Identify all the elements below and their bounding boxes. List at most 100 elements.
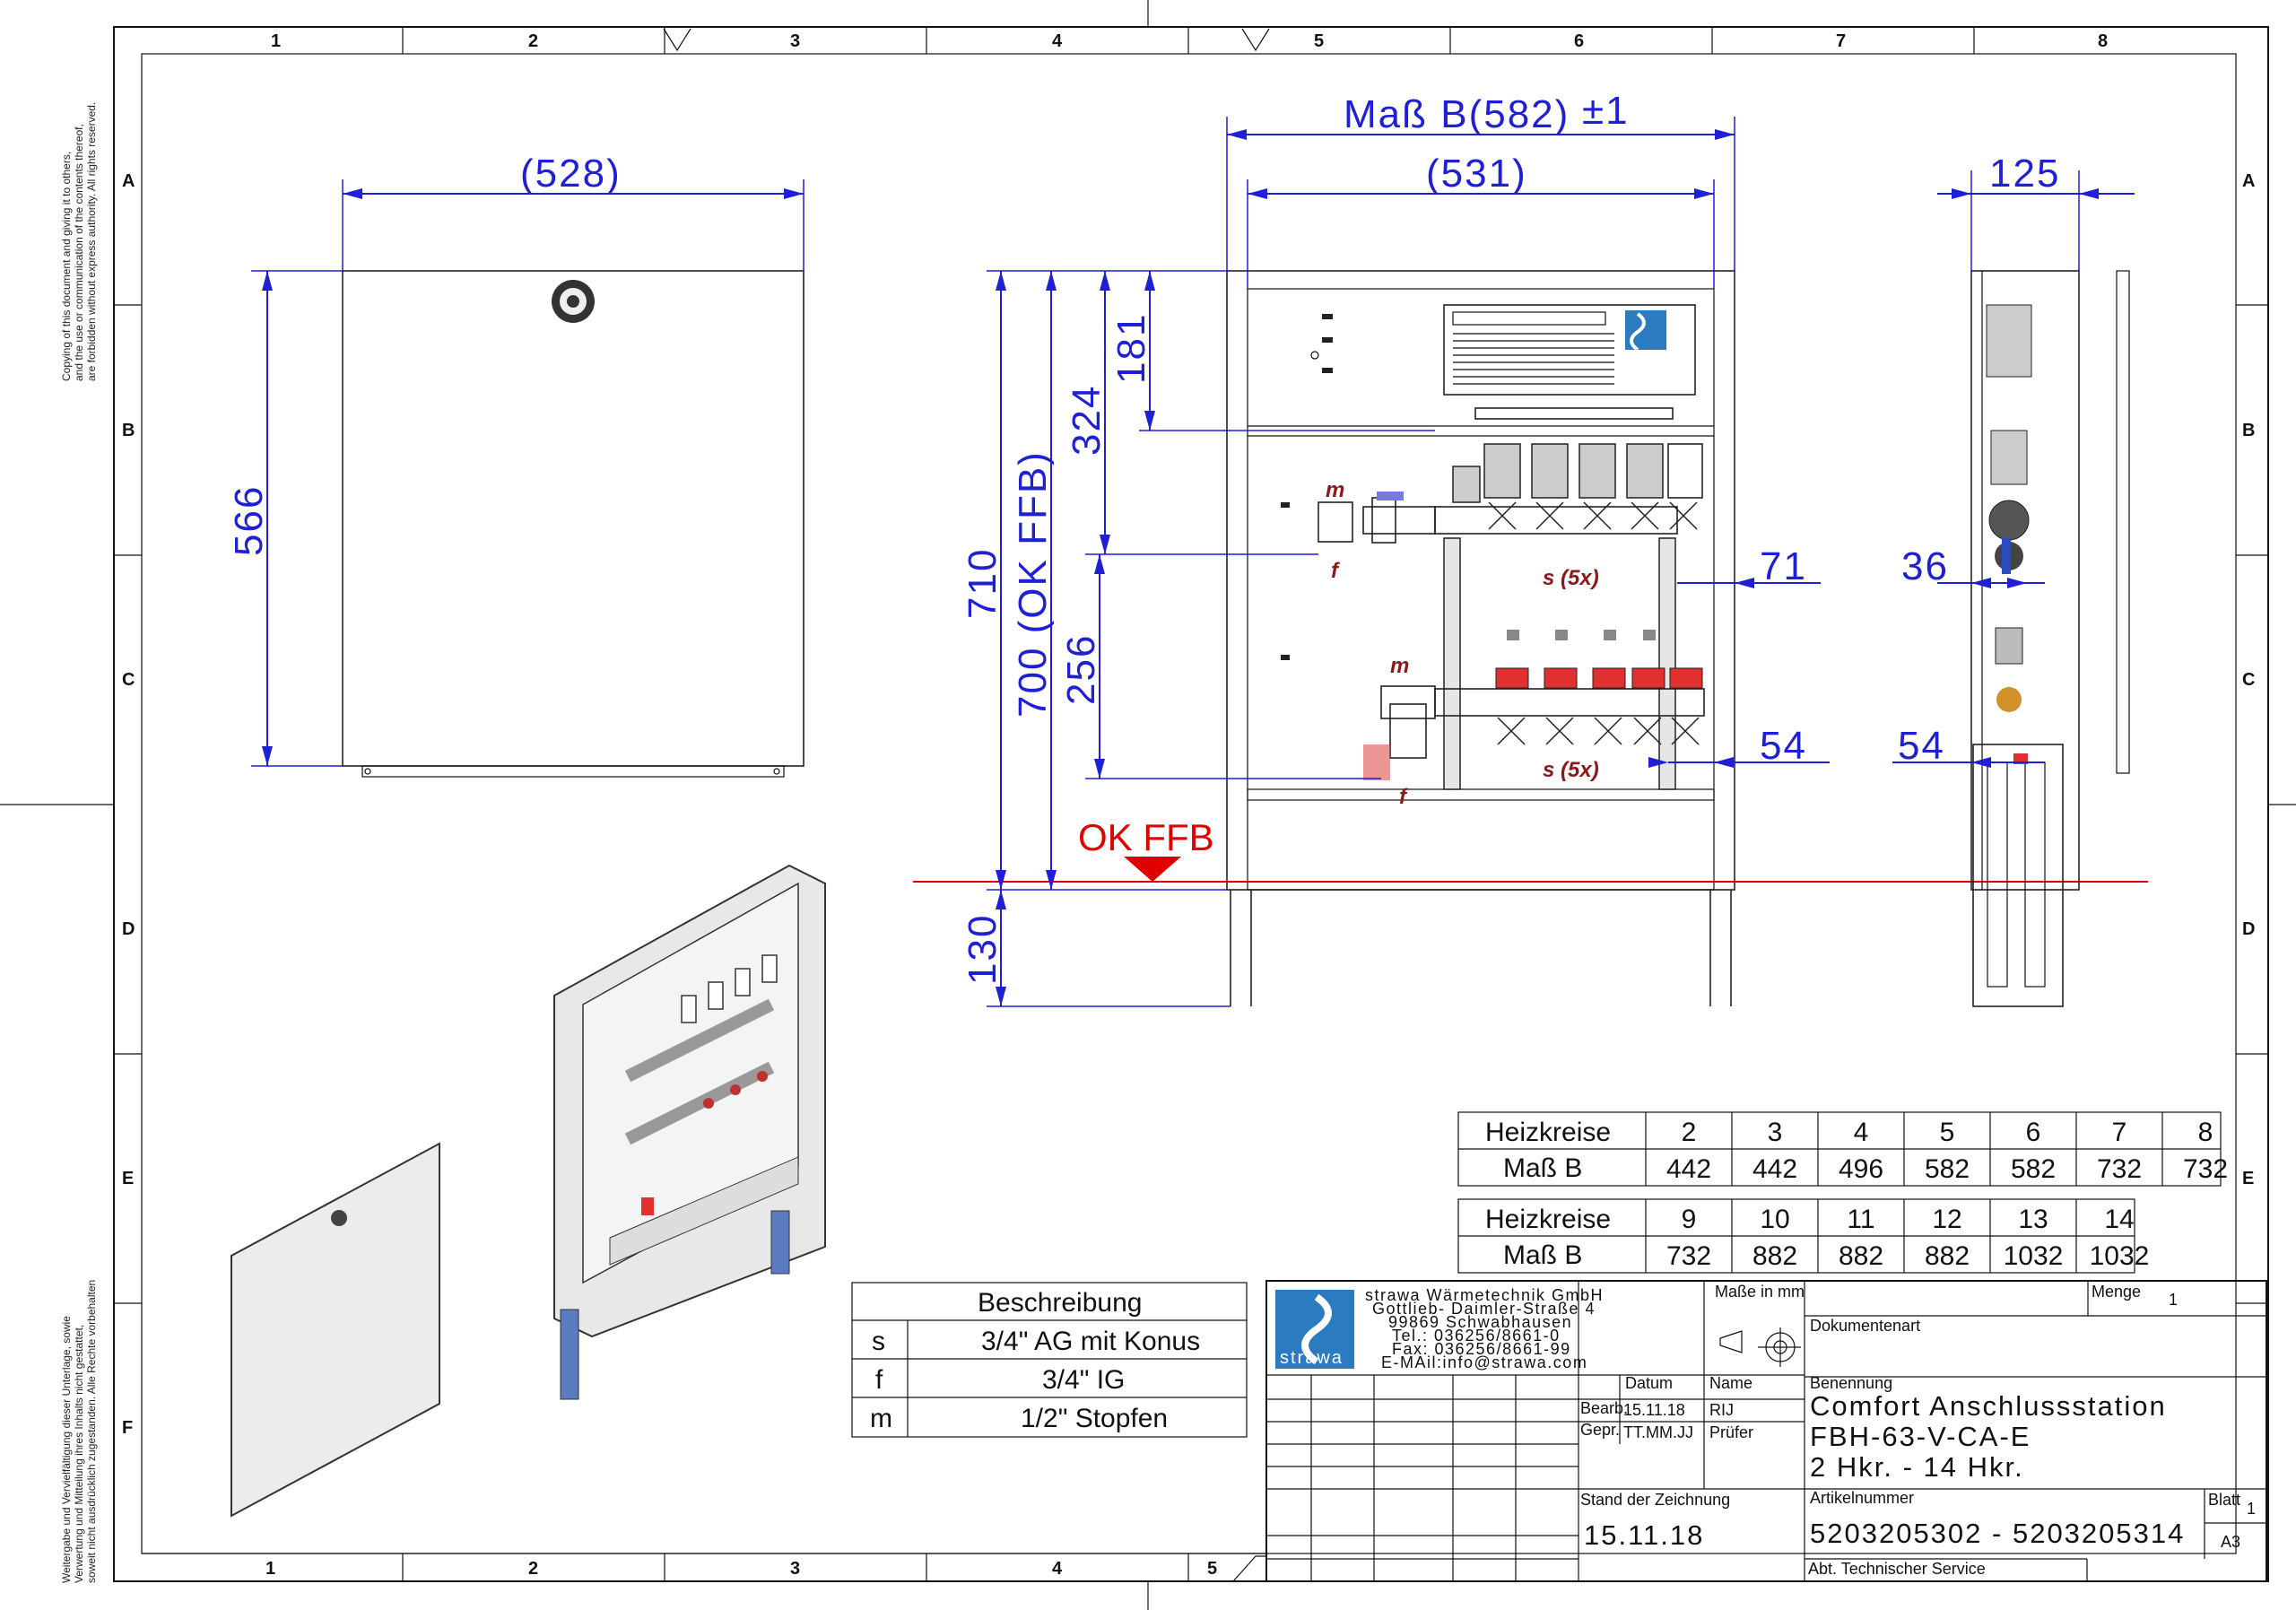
grid-col-5: 5 <box>1314 31 1324 51</box>
dim-181: 181 <box>1109 313 1153 384</box>
grid-row-e-right: E <box>2242 1169 2254 1188</box>
benennung-line-3: 2 Hkr. - 14 Hkr. <box>1810 1451 2024 1483</box>
copyright-note: Copying of this document and giving it t… <box>60 102 98 381</box>
dim-256: 256 <box>1059 634 1103 705</box>
t2-heizkreise-label: Heizkreise <box>1485 1205 1611 1234</box>
door-panel <box>342 270 804 767</box>
door-lock-icon <box>552 280 595 323</box>
svg-text:strawa Wärmetechnik GmbH: strawa Wärmetechnik GmbH <box>1365 1286 1604 1304</box>
abt-label: Abt. Technischer Service <box>1808 1560 1986 1578</box>
menge-value: 1 <box>2169 1291 2178 1309</box>
dim-700-ok-ffb: 700 (OK FFB) <box>1011 450 1055 718</box>
t2-mass-b-9: 732 <box>1666 1241 1711 1271</box>
t1-heizkreise-8: 8 <box>2198 1118 2213 1147</box>
grid-col-4: 4 <box>1052 31 1063 51</box>
grid-columns-bottom: 1 2 3 4 5 <box>142 1553 1266 1582</box>
dim-door-width: (528) <box>520 152 622 196</box>
label-m-lower: m <box>1390 654 1409 678</box>
grid-row-b-left: B <box>122 421 135 440</box>
t1-mass-b-8: 732 <box>2183 1154 2228 1184</box>
dim-710: 710 <box>961 548 1004 619</box>
dim-door-height: 566 <box>227 485 271 556</box>
front-view: m f m f s (5x) s (5x) OK FFB Maß B(582) … <box>913 89 2148 1007</box>
t2-mass-b-11: 882 <box>1839 1241 1883 1271</box>
bearb-date: 15.11.18 <box>1623 1401 1685 1419</box>
title-block: strawa strawa Wärmetechnik GmbH Gottlieb… <box>1265 1280 2267 1582</box>
t2-mass-b-10: 882 <box>1752 1241 1797 1271</box>
legend-val-m: 1/2" Stopfen <box>1021 1404 1168 1433</box>
isometric-cabinet-icon <box>553 864 826 1400</box>
bearb-label: Bearb. <box>1580 1399 1628 1417</box>
label-m-upper: m <box>1326 478 1344 502</box>
legend-key-f: f <box>875 1365 883 1395</box>
label-s5x-lower: s (5x) <box>1543 758 1599 782</box>
svg-text:E-MAil:info@strawa.com: E-MAil:info@strawa.com <box>1381 1353 1587 1371</box>
t2-heizkreise-14: 14 <box>2104 1205 2134 1234</box>
svg-text:99869 Schwabhausen: 99869 Schwabhausen <box>1388 1313 1572 1331</box>
legend-val-s: 3/4" AG mit Konus <box>981 1327 1200 1356</box>
legend-key-s: s <box>872 1327 885 1356</box>
grid-row-f-left: F <box>122 1418 133 1438</box>
lower-manifold <box>1363 630 1705 780</box>
control-unit-icon <box>1443 304 1696 396</box>
weitergabe-line-3: soweit nicht ausdrücklich zugestanden. A… <box>85 1280 98 1583</box>
grid-row-c-left: C <box>122 670 135 690</box>
dim-inner-width: (531) <box>1426 152 1527 196</box>
grid-bottom-col-5: 5 <box>1207 1559 1217 1579</box>
heizkreise-table-2: Heizkreise Maß B 97321088211882128821310… <box>1457 1198 2149 1274</box>
blatt-value: 1 <box>2247 1500 2256 1518</box>
datum-label: Datum <box>1625 1374 1673 1392</box>
legend-key-m: m <box>870 1404 892 1433</box>
t1-mass-b-5: 582 <box>1925 1154 1970 1184</box>
grid-bottom-col-4: 4 <box>1052 1559 1063 1579</box>
dim-71: 71 <box>1760 544 1807 588</box>
copyright-line-2: and the use or communication of the cont… <box>73 124 85 381</box>
t1-heizkreise-label: Heizkreise <box>1485 1118 1611 1147</box>
dim-side-depth: 125 <box>1989 152 2060 196</box>
copyright-line-3: are forbidden without express authority.… <box>85 102 98 381</box>
upper-manifold <box>1318 407 1703 544</box>
t2-mass-b-12: 882 <box>1925 1241 1970 1271</box>
t1-heizkreise-3: 3 <box>1768 1118 1783 1147</box>
grid-rows: A B C D E F A B C D E <box>114 171 2268 1438</box>
grid-row-a-right: A <box>2242 171 2255 191</box>
door-view: (528) 566 <box>227 152 804 778</box>
t2-heizkreise-12: 12 <box>1932 1205 1961 1234</box>
label-f-upper: f <box>1331 559 1340 583</box>
projection-symbol-icon <box>1719 1327 1801 1367</box>
stand-value: 15.11.18 <box>1584 1519 1704 1551</box>
dim-mass-b: Maß B(582) <box>1344 92 1570 136</box>
masse-in-mm: Maße in mm <box>1715 1283 1805 1301</box>
grid-columns-top: 1 2 3 4 5 6 7 8 <box>271 27 2108 54</box>
t1-heizkreise-2: 2 <box>1682 1118 1697 1147</box>
t1-heizkreise-7: 7 <box>2112 1118 2127 1147</box>
legend-header: Beschreibung <box>978 1288 1142 1318</box>
weitergabe-line-2: Verwertung und Mitteilung ihres Inhalts … <box>73 1325 85 1583</box>
label-f-lower: f <box>1399 785 1408 809</box>
benennung-line-2: FBH-63-V-CA-E <box>1810 1421 2031 1452</box>
artikel-label: Artikelnummer <box>1810 1489 1914 1507</box>
artikel-value: 5203205302 - 5203205314 <box>1810 1518 2185 1549</box>
weitergabe-note: Weitergabe und Vervielfältigung dieser U… <box>60 1280 98 1583</box>
dim-324: 324 <box>1065 385 1109 456</box>
grid-row-c-right: C <box>2242 670 2255 690</box>
stand-label: Stand der Zeichnung <box>1580 1491 1730 1509</box>
svg-text:Fax: 036256/8661-99: Fax: 036256/8661-99 <box>1392 1340 1571 1358</box>
benennung-line-1: Comfort Anschlussstation <box>1810 1390 2167 1422</box>
t1-heizkreise-5: 5 <box>1940 1118 1955 1147</box>
gepr-date: TT.MM.JJ <box>1623 1423 1693 1441</box>
company-address: strawa Wärmetechnik GmbH Gottlieb- Daiml… <box>1365 1286 1604 1371</box>
ok-ffb-marker-icon <box>1124 857 1181 882</box>
bearb-name: RIJ <box>1709 1401 1734 1419</box>
grid-row-d-left: D <box>122 919 135 939</box>
copyright-line-1: Copying of this document and giving it t… <box>60 152 73 381</box>
grid-col-6: 6 <box>1574 31 1584 51</box>
t1-mass-b-4: 496 <box>1839 1154 1883 1184</box>
svg-text:Tel.: 036256/8661-0: Tel.: 036256/8661-0 <box>1392 1327 1561 1345</box>
benennung-label: Benennung <box>1810 1374 1892 1392</box>
dim-54-front: 54 <box>1760 724 1807 768</box>
grid-row-d-right: D <box>2242 919 2255 939</box>
name-label: Name <box>1709 1374 1752 1392</box>
legend-table: Beschreibung s 3/4" AG mit Konus f 3/4" … <box>851 1282 1248 1438</box>
t2-heizkreise-11: 11 <box>1847 1205 1874 1234</box>
